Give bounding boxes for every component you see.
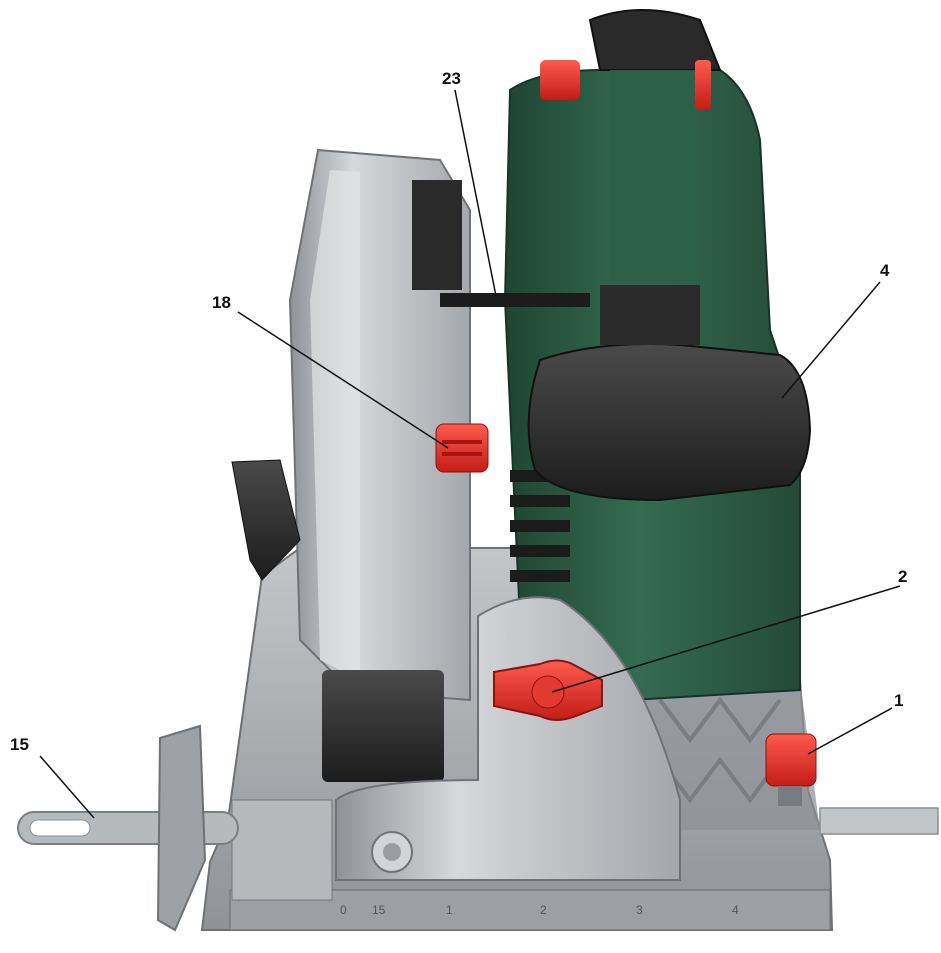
callout-1: 1 <box>894 691 904 710</box>
scale-mark-0: 0 <box>340 903 347 917</box>
red-knob-1 <box>765 733 817 806</box>
callout-18: 18 <box>212 293 231 312</box>
callout-4: 4 <box>880 261 890 280</box>
scale-mark-3: 3 <box>636 903 643 917</box>
foot-block <box>322 670 444 782</box>
scale-mark-1: 1 <box>446 903 453 917</box>
leader-lines <box>39 89 901 819</box>
depth-rod <box>440 293 590 307</box>
blade-guard <box>288 148 471 702</box>
scale-mark-15: 15 <box>372 903 386 917</box>
front-lever <box>231 459 301 581</box>
callout-15: 15 <box>10 735 29 754</box>
callout-2: 2 <box>898 567 908 586</box>
red-knob-18 <box>435 423 489 473</box>
scale-labels: 0 15 1 2 3 4 <box>340 903 739 917</box>
auxiliary-handle <box>527 285 812 502</box>
callout-23: 23 <box>442 69 461 88</box>
red-wingnut-2 <box>493 659 603 721</box>
scale-mark-2: 2 <box>540 903 547 917</box>
parallel-guide <box>17 724 939 932</box>
scale-mark-4: 4 <box>732 903 739 917</box>
bevel-bracket <box>335 596 681 881</box>
